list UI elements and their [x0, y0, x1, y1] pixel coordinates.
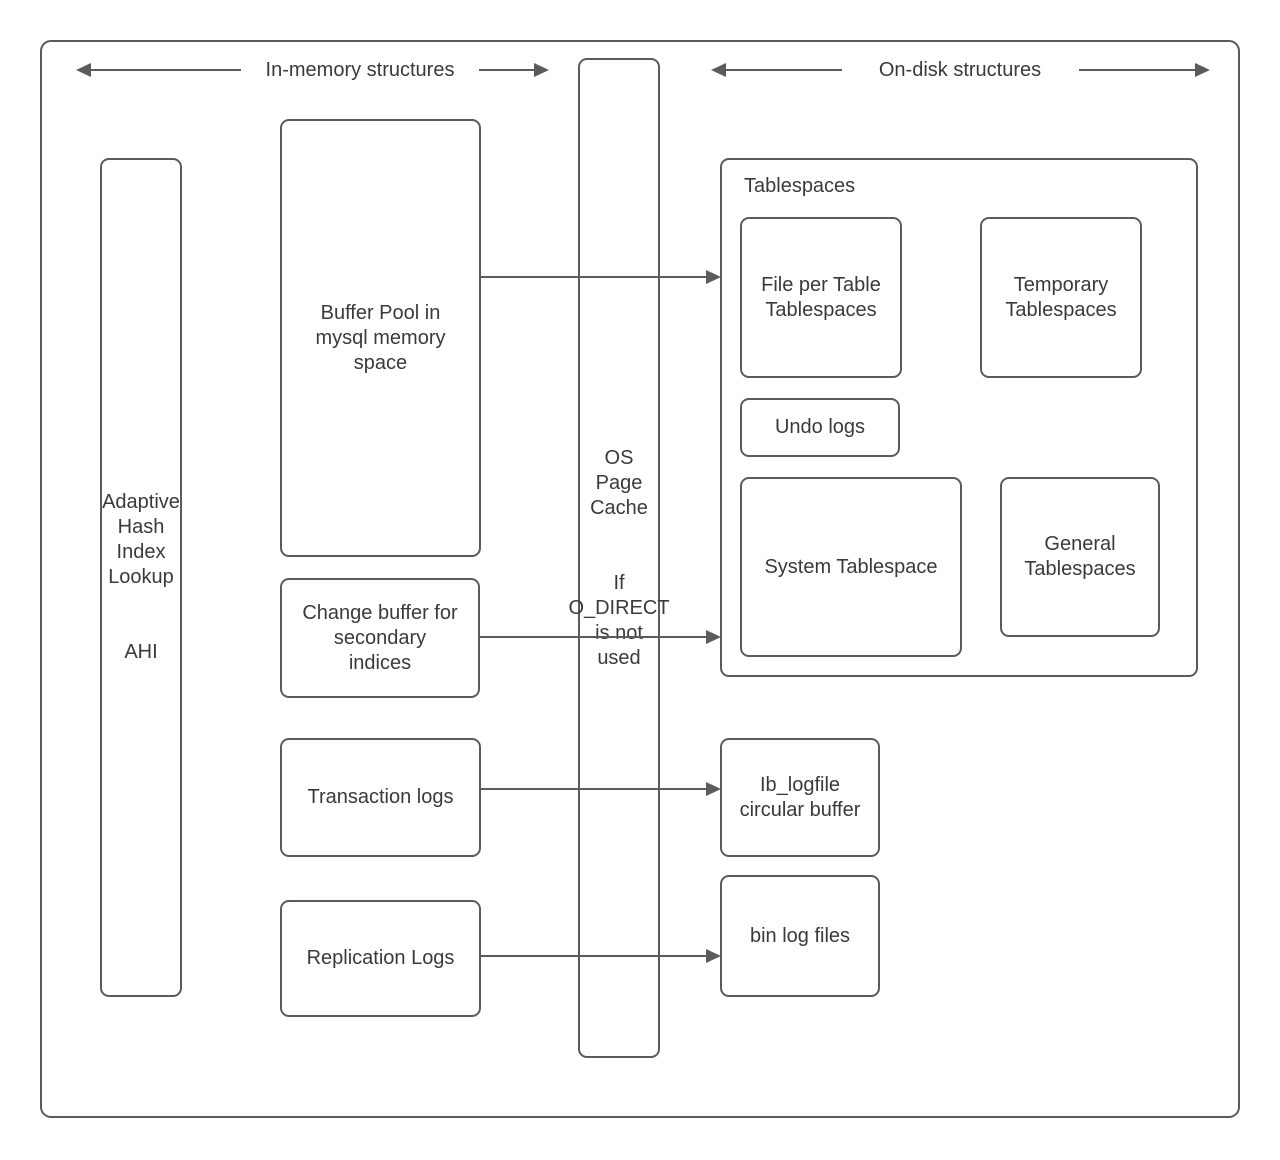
- node-system-tablespace: System Tablespace: [740, 477, 962, 657]
- on-disk-right-arrow-line: [1079, 69, 1195, 71]
- node-ib-logfile-circular-buffer: Ib_logfile circular buffer: [720, 738, 880, 857]
- in-memory-left-arrow-line: [91, 69, 241, 71]
- node-bin-log-files: bin log files: [720, 875, 880, 997]
- node-label: Adaptive Hash Index Lookup: [102, 491, 180, 588]
- node-undo-logs: Undo logs: [740, 398, 900, 457]
- right-arrowhead-icon: [534, 63, 549, 77]
- node-label: Change buffer for secondary indices: [302, 601, 458, 674]
- connector-buffer-pool-to-tablespaces: [481, 276, 706, 278]
- node-label: General Tablespaces: [1024, 533, 1136, 580]
- node-buffer-pool: Buffer Pool in mysql memory space: [280, 119, 481, 557]
- right-arrowhead-icon: [706, 270, 721, 284]
- node-sublabel: If O_DIRECT is not used: [568, 571, 670, 669]
- connector-change-buffer-to-tablespaces: [480, 636, 706, 638]
- right-arrowhead-icon: [706, 949, 721, 963]
- on-disk-structures-label: On-disk structures: [878, 58, 1042, 81]
- node-general-tablespaces: General Tablespaces: [1000, 477, 1160, 637]
- node-change-buffer: Change buffer for secondary indices: [280, 578, 480, 698]
- node-label: Ib_logfile circular buffer: [739, 773, 861, 821]
- node-transaction-logs: Transaction logs: [280, 738, 481, 857]
- connector-replication-logs-to-bin-log: [481, 955, 706, 957]
- node-label: File per Table Tablespaces: [761, 273, 881, 321]
- node-temporary-tablespaces: Temporary Tablespaces: [980, 217, 1142, 378]
- node-label: Replication Logs: [306, 947, 455, 969]
- right-arrowhead-icon: [706, 630, 721, 644]
- tablespaces-group-title: Tablespaces: [744, 175, 856, 197]
- node-os-page-cache: OS Page Cache If O_DIRECT is not used: [568, 58, 670, 1058]
- node-label: Transaction logs: [307, 786, 454, 808]
- node-label: System Tablespace: [764, 555, 938, 578]
- node-label: Undo logs: [774, 416, 866, 438]
- node-adaptive-hash-index: Adaptive Hash Index Lookup AHI: [100, 158, 182, 997]
- node-label: Buffer Pool in mysql memory space: [315, 301, 446, 374]
- node-sublabel: AHI: [124, 641, 158, 663]
- right-arrowhead-icon: [706, 782, 721, 796]
- in-memory-structures-label: In-memory structures: [265, 58, 455, 81]
- connector-transaction-logs-to-ib-logfile: [481, 788, 706, 790]
- left-arrowhead-icon: [76, 63, 91, 77]
- node-replication-logs: Replication Logs: [280, 900, 481, 1017]
- node-file-per-table-tablespaces: File per Table Tablespaces: [740, 217, 902, 378]
- node-label: OS Page Cache: [590, 446, 648, 519]
- right-arrowhead-icon: [1195, 63, 1210, 77]
- on-disk-left-arrow-line: [726, 69, 842, 71]
- node-label: bin log files: [749, 924, 851, 947]
- left-arrowhead-icon: [711, 63, 726, 77]
- node-label: Temporary Tablespaces: [1005, 273, 1117, 321]
- in-memory-right-arrow-line: [479, 69, 534, 71]
